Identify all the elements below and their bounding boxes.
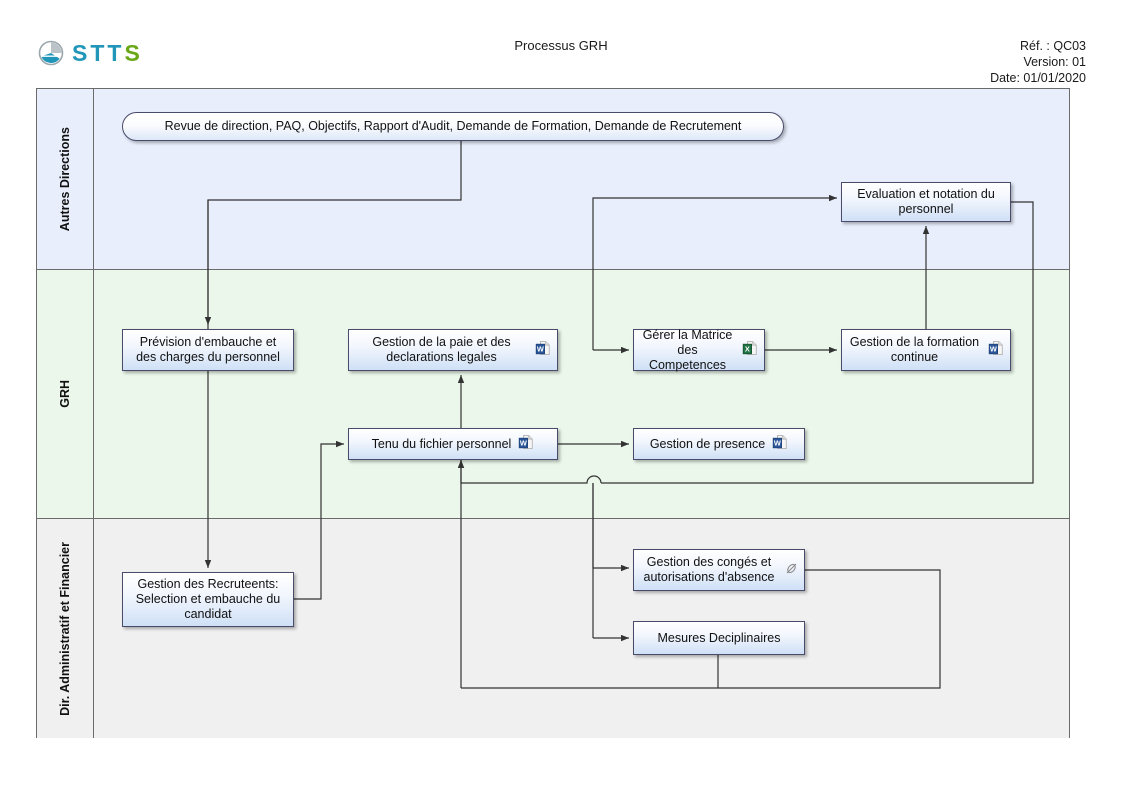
node-label: Tenu du fichier personnel (371, 436, 512, 451)
attachment-pen-icon[interactable] (785, 562, 798, 579)
svg-text:W: W (774, 438, 781, 447)
node-label: Evaluation et notation du personnel (857, 187, 995, 216)
node-label: Gestion de la formation continue (849, 335, 980, 364)
node-gestion-formation-continue[interactable]: Gestion de la formation continue W (841, 329, 1011, 371)
swimlane-grh: GRH (37, 270, 1069, 519)
swimlane-header-grh: GRH (37, 270, 94, 518)
svg-text:W: W (537, 344, 544, 353)
node-label: Gestion des congés et autorisations d'ab… (643, 555, 775, 584)
swimlane-body-dir-administratif-financier (94, 519, 1069, 738)
document-metadata: Réf. : QC03 Version: 01 Date: 01/01/2020 (990, 38, 1086, 86)
excel-document-icon[interactable]: X (742, 340, 758, 361)
swimlane-label: GRH (58, 380, 72, 408)
svg-text:W: W (520, 438, 527, 447)
node-matrice-competences[interactable]: Gérer la Matrice des Competences X (633, 327, 765, 372)
logo-letter-s1: S (72, 39, 91, 66)
swimlane-header-dir-administratif-financier: Dir. Administratif et Financier (37, 519, 94, 738)
meta-date: Date: 01/01/2020 (990, 71, 1086, 85)
node-gestion-presence[interactable]: Gestion de presence W (633, 428, 805, 460)
swimlane-dir-administratif-financier: Dir. Administratif et Financier (37, 519, 1069, 738)
node-label: Gérer la Matrice des Competences (642, 327, 733, 372)
node-gestion-recrutements[interactable]: Gestion des Recruteents: Selection et em… (122, 572, 294, 627)
node-mesures-deciplinaires[interactable]: Mesures Deciplinaires (633, 621, 805, 655)
swimlane-body-grh (94, 270, 1069, 518)
svg-text:X: X (745, 344, 750, 353)
meta-version: Version: 01 (1023, 55, 1086, 69)
node-label: Revue de direction, PAQ, Objectifs, Rapp… (164, 119, 742, 133)
node-gestion-paie[interactable]: Gestion de la paie et des declarations l… (348, 329, 558, 371)
node-tenu-fichier-personnel[interactable]: Tenu du fichier personnel W (348, 428, 558, 460)
meta-ref: Réf. : QC03 (1020, 39, 1086, 53)
stts-globe-icon (38, 40, 64, 66)
node-prevision-embauche[interactable]: Prévision d'embauche et des charges du p… (122, 329, 294, 371)
node-input-documents[interactable]: Revue de direction, PAQ, Objectifs, Rapp… (122, 112, 784, 141)
page-title: Processus GRH (514, 38, 608, 53)
node-label: Gestion de la paie et des declarations l… (372, 335, 511, 364)
word-document-icon[interactable]: W (772, 434, 788, 455)
word-document-icon[interactable]: W (518, 434, 534, 455)
company-logo: STTS (38, 40, 143, 66)
logo-letter-t2: T (107, 39, 125, 66)
logo-wordmark: STTS (72, 39, 143, 66)
node-label: Prévision d'embauche et des charges du p… (136, 335, 280, 364)
node-label: Gestion des Recruteents: Selection et em… (135, 577, 281, 621)
node-label: Mesures Deciplinaires (657, 630, 781, 645)
node-gestion-conges[interactable]: Gestion des congés et autorisations d'ab… (633, 549, 805, 591)
node-evaluation-notation[interactable]: Evaluation et notation du personnel (841, 182, 1011, 222)
word-document-icon[interactable]: W (988, 340, 1004, 361)
swimlane-header-autres-directions: Autres Directions (37, 89, 94, 269)
word-document-icon[interactable]: W (535, 340, 551, 361)
svg-text:W: W (990, 344, 997, 353)
node-label: Gestion de presence (649, 436, 766, 451)
logo-letter-t1: T (90, 39, 108, 66)
swimlane-label: Autres Directions (58, 126, 72, 232)
swimlane-label: Dir. Administratif et Financier (58, 541, 72, 716)
logo-letter-s2: S (124, 39, 143, 66)
